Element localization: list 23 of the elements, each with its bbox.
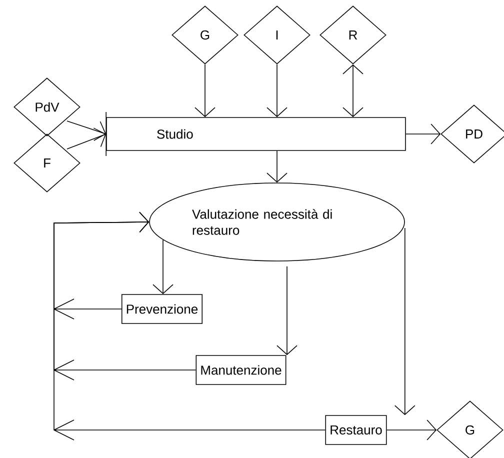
arrow <box>152 240 174 294</box>
arrow <box>406 124 441 144</box>
arrow <box>342 64 364 118</box>
process-box: Studio <box>106 117 406 151</box>
arrow <box>54 212 326 440</box>
process-box: Manutenzione <box>196 355 286 385</box>
process-box: Restauro <box>325 415 387 445</box>
diamond-box: G <box>436 400 504 458</box>
arrow <box>276 266 298 356</box>
diamond-box: PdV <box>14 78 80 136</box>
diamond-box: G <box>172 6 238 64</box>
arrow <box>66 128 106 150</box>
arrow <box>66 120 106 141</box>
diamond-box: I <box>244 6 310 64</box>
arrow <box>386 420 437 440</box>
arrow <box>194 64 216 118</box>
arrow <box>394 228 416 416</box>
process-box: Prevenzione <box>121 294 203 324</box>
arrow <box>266 64 288 118</box>
arrow <box>266 150 288 183</box>
diamond-box: PD <box>440 104 504 164</box>
diamond-box: R <box>320 6 386 64</box>
diamond-box: F <box>14 134 80 192</box>
